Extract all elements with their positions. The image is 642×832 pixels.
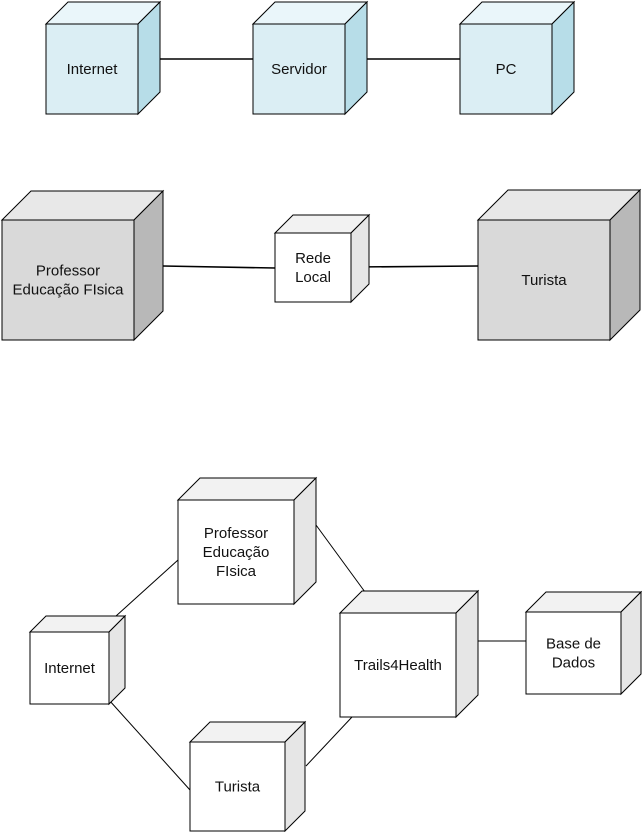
connector-internet-professor [115, 559, 179, 617]
node-trails4health: Trails4Health [338, 589, 480, 719]
node-top-face [338, 590, 480, 614]
node-label: Turista [521, 272, 567, 289]
node-front-face [29, 631, 110, 705]
connector-rede-local-turista [350, 265, 479, 268]
node-side-face [293, 476, 317, 606]
node-label: Rede [295, 250, 331, 267]
node-pc: PC [458, 0, 576, 116]
node-front-face [525, 611, 622, 695]
node-label: Turista [215, 779, 261, 796]
node-servidor: Servidor [251, 0, 369, 116]
node-label: Dados [552, 655, 595, 672]
node-internet: Internet [44, 0, 162, 116]
node-label: Servidor [271, 61, 327, 78]
node-label: Internet [67, 61, 119, 78]
node-label: Trails4Health [354, 657, 442, 674]
node-label: Educação FIsica [13, 282, 125, 299]
connector-professor-rede-local [162, 265, 276, 269]
node-base-de-dados: Base de Dados [524, 590, 642, 696]
node-front-face [189, 741, 286, 832]
node-label: Internet [44, 660, 96, 677]
node-top-face [176, 477, 318, 501]
node-turista: Turista [188, 720, 307, 832]
node-side-face [108, 614, 126, 706]
node-label: Professor [36, 263, 100, 280]
node-label: Educação [203, 544, 270, 561]
node-internet: Internet [28, 614, 127, 706]
node-front-face [45, 23, 139, 115]
node-label: Professor [204, 525, 268, 542]
node-front-face [177, 499, 295, 605]
node-front-face [1, 219, 135, 341]
node-side-face [284, 720, 306, 832]
node-front-face [477, 219, 611, 341]
node-label: FIsica [216, 563, 257, 580]
node-turista: Turista [476, 188, 642, 342]
node-label: PC [496, 61, 517, 78]
node-front-face [274, 232, 352, 303]
node-label: Local [295, 269, 331, 286]
node-front-face [339, 612, 457, 718]
connector-internet-turista [108, 699, 191, 791]
node-front-face [459, 23, 553, 115]
node-side-face [455, 589, 479, 719]
node-front-face [252, 23, 346, 115]
node-label: Base de [546, 636, 601, 653]
connector-turista-trails4health [305, 716, 353, 767]
connector-professor-trails4health [315, 524, 366, 593]
edges-layer [108, 58, 526, 791]
diagram-1: Internet Servidor PC [44, 0, 576, 116]
